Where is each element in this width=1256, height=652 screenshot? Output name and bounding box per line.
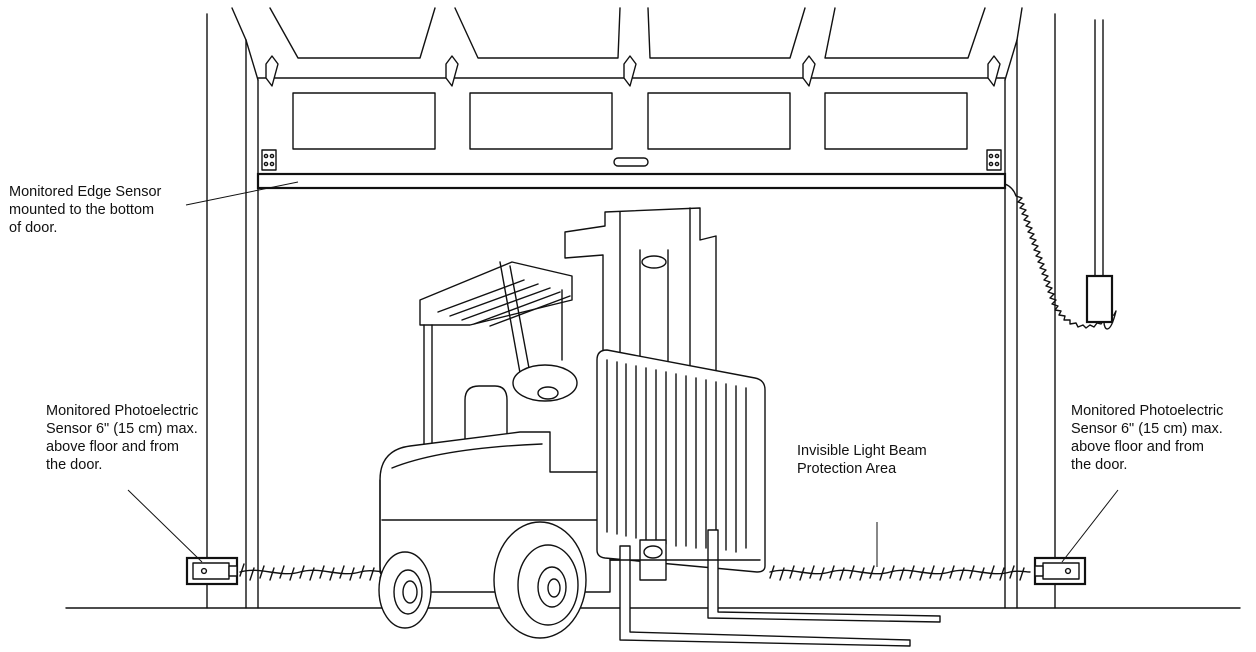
leader-photo-left [127,489,203,563]
photo-sensor-left [185,556,239,586]
light-beam-right [769,565,1031,581]
right-door-jamb [1004,7,1056,609]
garage-door [257,7,1006,175]
photo-sensor-left-label: Monitored Photoelectric Sensor 6" (15 cm… [46,402,198,474]
light-beam-label: Invisible Light Beam Protection Area [797,442,927,478]
forklift [378,207,941,647]
beam-label-line1: Invisible Light Beam [797,443,927,459]
photo-sensor-right-label: Monitored Photoelectric Sensor 6" (15 cm… [1071,402,1223,474]
edge-sensor-label-line1: Monitored Edge Sensor [9,184,162,200]
photo-right-label-line3: above floor and from [1071,439,1204,455]
left-door-jamb [206,7,259,609]
edge-sensor-label-line2: mounted to the bottom [9,202,155,218]
photo-right-label-line1: Monitored Photoelectric [1071,403,1224,419]
light-beam-left [239,563,387,581]
leader-lines [127,181,1119,567]
beam-label-line2: Protection Area [797,461,897,477]
photo-sensor-right [1033,556,1087,586]
door-hinges [265,55,1001,87]
photo-left-label-line3: above floor and from [46,439,179,455]
control-box [1085,19,1114,324]
leader-edge-sensor [185,181,299,206]
photo-right-label-line2: Sensor 6" (15 cm) max. [1071,421,1223,437]
photo-right-label-line4: the door. [1071,457,1128,473]
edge-sensor-strip [256,172,1007,190]
photo-left-label-line1: Monitored Photoelectric [46,403,199,419]
edge-sensor-label: Monitored Edge Sensor mounted to the bot… [9,183,161,237]
leader-photo-right [1061,489,1119,563]
photo-left-label-line4: the door. [46,457,103,473]
photo-left-label-line2: Sensor 6" (15 cm) max. [46,421,198,437]
edge-sensor-label-line3: of door. [9,220,58,236]
